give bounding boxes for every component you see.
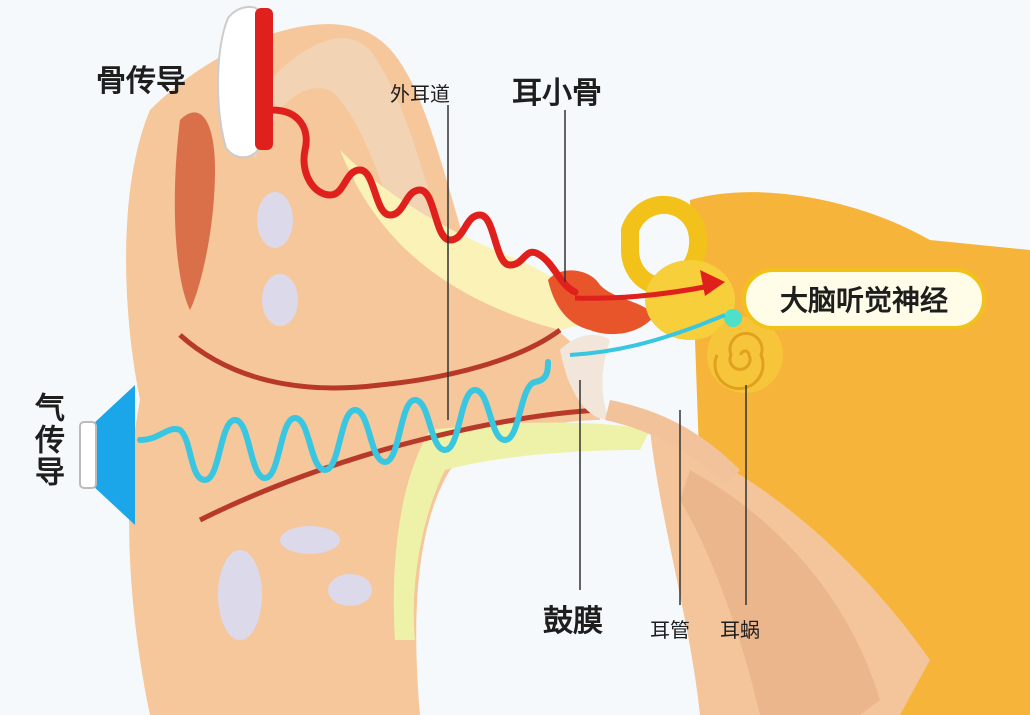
label-air-conduction: 气传导	[29, 392, 64, 488]
cochlea-spiral	[713, 332, 765, 391]
temporal-bone-lower	[393, 422, 650, 640]
outer-ear	[126, 24, 601, 715]
bone-conduction-device	[217, 5, 259, 159]
cochlea-shape	[707, 317, 783, 393]
cartilage-5	[328, 574, 372, 606]
speaker-base	[79, 421, 97, 489]
label-ear-canal: 外耳道	[390, 82, 450, 106]
eustachian-tube-shape	[605, 400, 740, 485]
label-auditory-nerve: 大脑听觉神经	[742, 268, 986, 330]
label-ossicles: 耳小骨	[512, 76, 602, 111]
air-conduction-speaker	[92, 385, 135, 525]
label-cochlea: 耳蜗	[720, 618, 760, 642]
label-bone-conduction: 骨传导	[96, 64, 186, 99]
label-eardrum: 鼓膜	[543, 604, 603, 639]
bone-conduction-wave	[268, 106, 579, 296]
bone-conduction-arrowhead	[700, 270, 725, 296]
jaw-band	[680, 470, 880, 715]
concha-fold	[174, 112, 215, 310]
bone-conduction-transducer	[255, 8, 273, 150]
ossicles-shape	[548, 270, 655, 335]
cartilage-3	[218, 550, 262, 640]
air-conduction-inner-line	[569, 313, 726, 357]
air-conduction-wave	[137, 359, 551, 484]
helix-rim	[245, 38, 440, 240]
label-eustachian-tube: 耳管	[650, 618, 690, 642]
temporal-bone-upper	[340, 150, 600, 330]
ear-canal-lower-wall	[198, 407, 601, 523]
cartilage-2	[262, 274, 298, 326]
cartilage-1	[257, 192, 293, 248]
cartilage-4	[280, 526, 340, 554]
bone-conduction-arrow-line	[574, 282, 716, 301]
ear-canal-upper-wall	[178, 327, 562, 391]
nerve-node	[724, 309, 742, 327]
semicircular-canals	[621, 195, 708, 295]
